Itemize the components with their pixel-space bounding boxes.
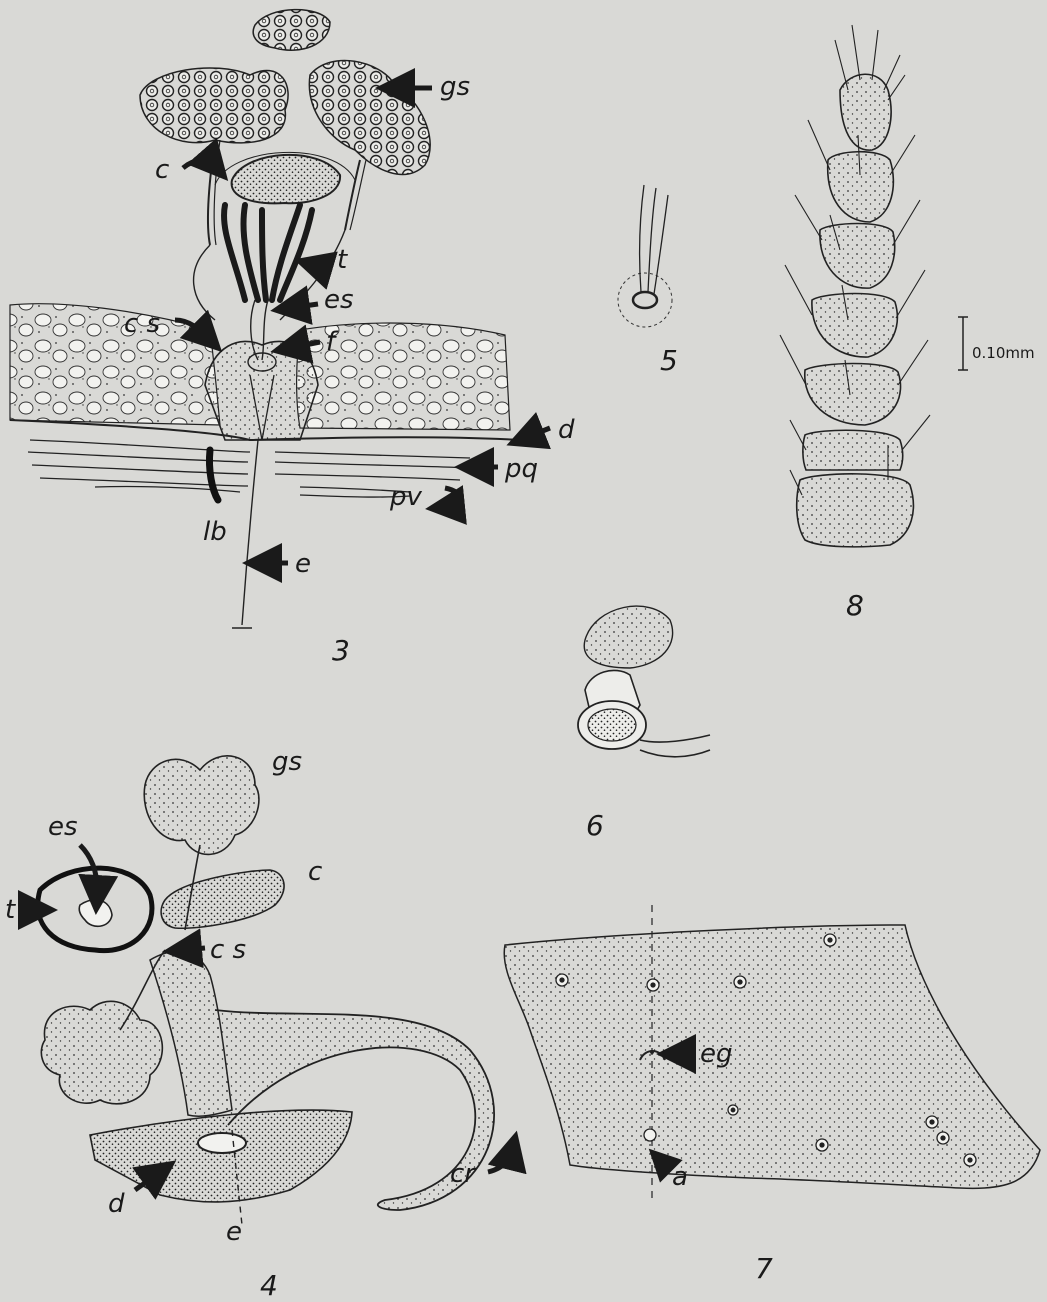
figure-5: 5 (618, 185, 678, 377)
figure-4: gs es t c c s d e cr 4 (5, 747, 512, 1302)
gland-sac-top-fig4 (144, 756, 259, 855)
arrow-t-fig3 (313, 265, 330, 270)
figure-number-4: 4 (260, 1269, 278, 1302)
label-pv-fig3: pv (389, 482, 423, 512)
label-a-fig7: a (672, 1162, 688, 1192)
label-c-fig4: c (308, 857, 322, 887)
figure-number-7: 7 (755, 1252, 773, 1285)
label-cs-fig3: c s (124, 309, 160, 339)
figure-6: 6 (578, 606, 710, 842)
label-gs-fig4: gs (272, 747, 302, 777)
gland-sac-bottom-fig4 (41, 1001, 162, 1104)
t-structure-fig3 (224, 205, 312, 300)
d-plate-fig4 (90, 1110, 352, 1202)
f-structure-fig3 (205, 341, 318, 440)
label-e-fig3: e (295, 549, 311, 579)
arrow-cr-fig4 (488, 1150, 512, 1172)
label-eg-fig7: eg (700, 1039, 733, 1069)
label-cs-fig4: c s (210, 935, 246, 965)
arrow-c-fig3 (183, 160, 215, 168)
label-cr-fig4: cr (450, 1159, 477, 1189)
label-gs-fig3: gs (440, 72, 470, 102)
e-thread-fig3 (232, 440, 258, 628)
label-c-fig3: c (155, 155, 169, 185)
figure-7: eg a 7 (504, 905, 1040, 1285)
lb-structure-fig3 (209, 450, 218, 500)
label-d-fig4: d (108, 1189, 125, 1219)
label-d-fig3: d (558, 415, 575, 445)
scale-bar-fig8 (958, 317, 968, 370)
label-t-fig3: t (337, 245, 348, 275)
arrow-cs-fig4 (182, 948, 205, 950)
figure-number-6: 6 (586, 809, 604, 842)
figure-3: gs c t es c s f d pq pv lb e 3 (10, 10, 575, 667)
scale-label-fig8: 0.10mm (972, 344, 1035, 362)
cuticle-plate-fig7 (504, 925, 1040, 1188)
figure-number-3: 3 (332, 634, 350, 667)
antenna-segments-fig8 (797, 74, 914, 547)
c-structure-fig4 (161, 870, 284, 928)
figure-number-5: 5 (660, 344, 678, 377)
c-structure-fig3 (215, 152, 355, 203)
label-t-fig4: t (5, 895, 16, 925)
arrow-d-fig3 (525, 428, 550, 438)
label-e-fig4: e (226, 1217, 242, 1247)
arrow-pv-fig3 (445, 488, 460, 507)
figure-number-8: 8 (846, 589, 864, 622)
gonopore-fig4 (198, 1133, 246, 1153)
label-lb-fig3: lb (203, 517, 227, 547)
label-es-fig3: es (324, 285, 354, 315)
gland-sacs-fig3 (140, 10, 430, 245)
label-es-fig4: es (48, 812, 78, 842)
label-pq-fig3: pq (504, 454, 538, 484)
figure-8: 0.10mm 8 (780, 25, 1035, 622)
eg-dot-fig7 (650, 1050, 654, 1054)
